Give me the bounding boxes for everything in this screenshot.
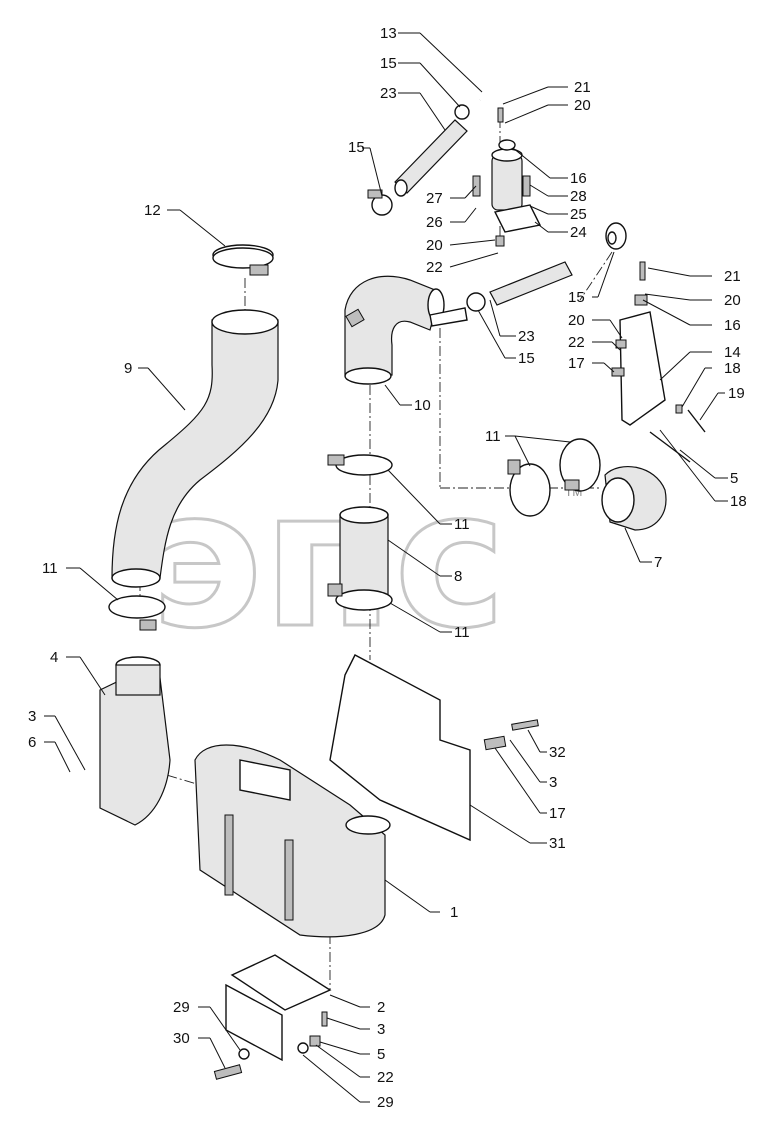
callout-17: 17 [568,355,585,372]
part-clamp-15-upper [367,104,470,216]
callout-11: 11 [42,560,58,577]
part-connector-15 [605,222,627,250]
callout-25: 25 [570,206,587,223]
callout-27: 27 [426,190,443,207]
part-hose-9 [111,309,279,588]
callout-22: 22 [377,1069,394,1086]
part-clamp-11-center-lower [327,583,393,611]
watermark: эпс TM [149,448,583,672]
callout-29: 29 [173,999,190,1016]
callout-11: 11 [454,516,470,533]
callout-31: 31 [549,835,566,852]
part-clamps-11-right [507,438,601,517]
callout-15: 15 [348,139,365,156]
callout-14: 14 [724,344,741,361]
callout-26: 26 [426,214,443,231]
callout-30: 30 [173,1030,190,1047]
callout-20: 20 [724,292,741,309]
callout-11: 11 [485,428,501,445]
callout-23: 23 [380,85,397,102]
callout-10: 10 [414,397,431,414]
part-shroud-4 [99,656,171,826]
callout-22: 22 [426,259,443,276]
callout-1: 1 [450,904,458,921]
callout-4: 4 [50,649,58,666]
callout-12: 12 [144,202,161,219]
part-bracket-2 [213,954,332,1080]
callout-20: 20 [426,237,443,254]
callout-5: 5 [377,1046,385,1063]
watermark-text: эпс [150,449,507,670]
callout-3: 3 [377,1021,385,1038]
callout-6: 6 [28,734,36,751]
callouts: 13 15 23 21 20 15 16 27 28 26 25 24 20 2… [28,25,747,1111]
callout-9: 9 [124,360,132,377]
callout-11: 11 [454,624,470,641]
part-plate-31 [329,654,539,842]
callout-17: 17 [549,805,566,822]
callout-18: 18 [724,360,741,377]
part-hose-23-lower [466,261,573,312]
part-clamp-11-center-upper [327,454,393,476]
callout-20: 20 [568,312,585,329]
callout-28: 28 [570,188,587,205]
callout-18: 18 [730,493,747,510]
part-clamp-12 [212,244,274,276]
callout-20: 20 [574,97,591,114]
part-bracket-14 [611,261,706,463]
part-hose-23-upper [394,119,468,197]
callout-13: 13 [380,25,397,42]
part-elbow-10 [344,275,468,385]
leader-lines [44,32,728,1103]
callout-3: 3 [549,774,557,791]
callout-15: 15 [380,55,397,72]
callout-2: 2 [377,999,385,1016]
part-tube-13 [477,84,659,249]
callout-29: 29 [377,1094,394,1111]
part-reducer-7 [601,466,667,531]
part-sleeve-8 [339,506,389,601]
part-air-cleaner-1 [194,744,391,938]
callout-21: 21 [724,268,741,285]
callout-24: 24 [570,224,587,241]
callout-15: 15 [518,350,535,367]
part-clamp-11-left [108,595,166,631]
callout-7: 7 [654,554,662,571]
callout-19: 19 [728,385,745,402]
callout-16: 16 [570,170,587,187]
callout-3: 3 [28,708,36,725]
callout-32: 32 [549,744,566,761]
callout-5: 5 [730,470,738,487]
part-tank-16 [472,107,542,247]
callout-16: 16 [724,317,741,334]
callout-8: 8 [454,568,462,585]
callout-15: 15 [568,289,585,306]
callout-22: 22 [568,334,585,351]
callout-23: 23 [518,328,535,345]
callout-21: 21 [574,79,591,96]
